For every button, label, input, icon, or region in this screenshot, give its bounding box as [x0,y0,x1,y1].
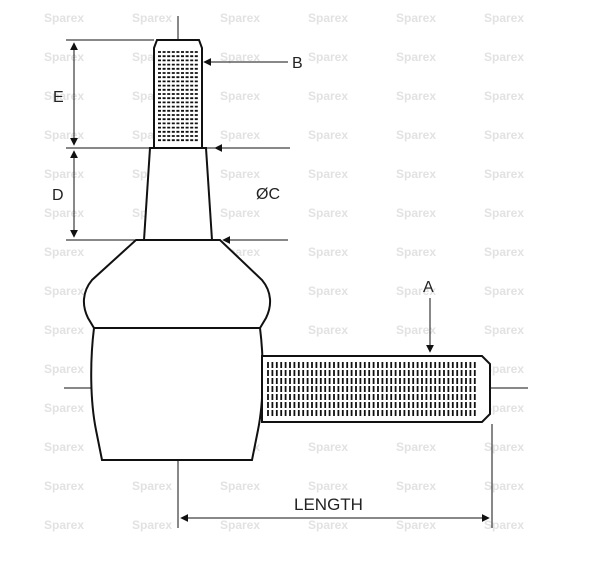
label-a: A [423,279,434,296]
watermark-text: Sparex [44,284,84,298]
watermark-text: Sparex [308,245,348,259]
watermark-text: Sparex [220,167,260,181]
watermark-text: Sparex [308,50,348,64]
watermark-text: Sparex [44,362,84,376]
watermark-text: Sparex [44,206,84,220]
watermark-text: Sparex [484,362,524,376]
watermark-text: Sparex [484,89,524,103]
watermark-text: Sparex [44,89,84,103]
watermark-text: Sparex [396,206,436,220]
watermark-text: Sparex [308,479,348,493]
watermark-text: Sparex [44,128,84,142]
label-c: ØC [256,186,280,203]
watermark-text: Sparex [220,11,260,25]
watermark-text: Sparex [396,167,436,181]
watermark-text: Sparex [308,206,348,220]
watermark-text: Sparex [308,323,348,337]
watermark-text: Sparex [484,11,524,25]
watermark-text: Sparex [44,479,84,493]
watermark-text: Sparex [44,440,84,454]
shank-threads [267,362,476,416]
label-d: D [52,187,64,204]
watermark-text: Sparex [44,11,84,25]
watermark-text: Sparex [484,479,524,493]
watermark-text: Sparex [132,11,172,25]
ball-housing [82,239,272,461]
watermark-text: Sparex [44,50,84,64]
watermark-text: Sparex [396,479,436,493]
watermark-text: Sparex [396,284,436,298]
watermark-text: Sparex [44,167,84,181]
watermark-text: Sparex [396,50,436,64]
watermark-text: Sparex [44,245,84,259]
watermark-text: Sparex [132,518,172,532]
dimension-d [66,150,144,241]
watermark-text: Sparex [396,89,436,103]
watermark-text: Sparex [396,518,436,532]
watermark-text: Sparex [308,11,348,25]
watermark-text: Sparex [308,128,348,142]
watermark-text: Sparex [396,245,436,259]
top-threaded-stud [153,39,203,149]
label-e: E [53,89,64,106]
watermark-text: Sparex [484,128,524,142]
watermark-text: Sparex [44,518,84,532]
watermark-text: Sparex [220,89,260,103]
watermark-text: Sparex [44,401,84,415]
watermark-text: Sparex [396,11,436,25]
watermark-text: Sparex [308,518,348,532]
watermark-text: Sparex [44,323,84,337]
dimension-length [180,424,493,528]
watermark-text: Sparex [484,245,524,259]
watermark-text: Sparex [484,440,524,454]
watermark-text: Sparex [220,128,260,142]
watermark-text: Sparex [484,206,524,220]
watermark-text: Sparex [484,401,524,415]
watermark-text: Sparex [220,50,260,64]
watermark-text: Sparex [308,89,348,103]
horizontal-threaded-shank [261,355,491,423]
top-stud-threads [158,51,198,142]
watermark-text: Sparex [396,440,436,454]
watermark-text: Sparex [484,323,524,337]
watermark-text: Sparex [484,518,524,532]
watermark-text: Sparex [396,323,436,337]
label-length: LENGTH [294,495,363,514]
watermark-text: Sparex [484,167,524,181]
watermark-text: Sparex [308,167,348,181]
watermark-text: Sparex [132,479,172,493]
watermark-text: Sparex [220,518,260,532]
watermark-text: Sparex [308,284,348,298]
tapered-neck [142,147,214,241]
watermark-text: Sparex [484,284,524,298]
label-b: B [292,55,303,72]
watermark-text: Sparex [220,479,260,493]
watermark-text: Sparex [484,50,524,64]
watermark-text: Sparex [396,128,436,142]
watermark-text: Sparex [308,440,348,454]
watermark-text: Sparex [220,206,260,220]
